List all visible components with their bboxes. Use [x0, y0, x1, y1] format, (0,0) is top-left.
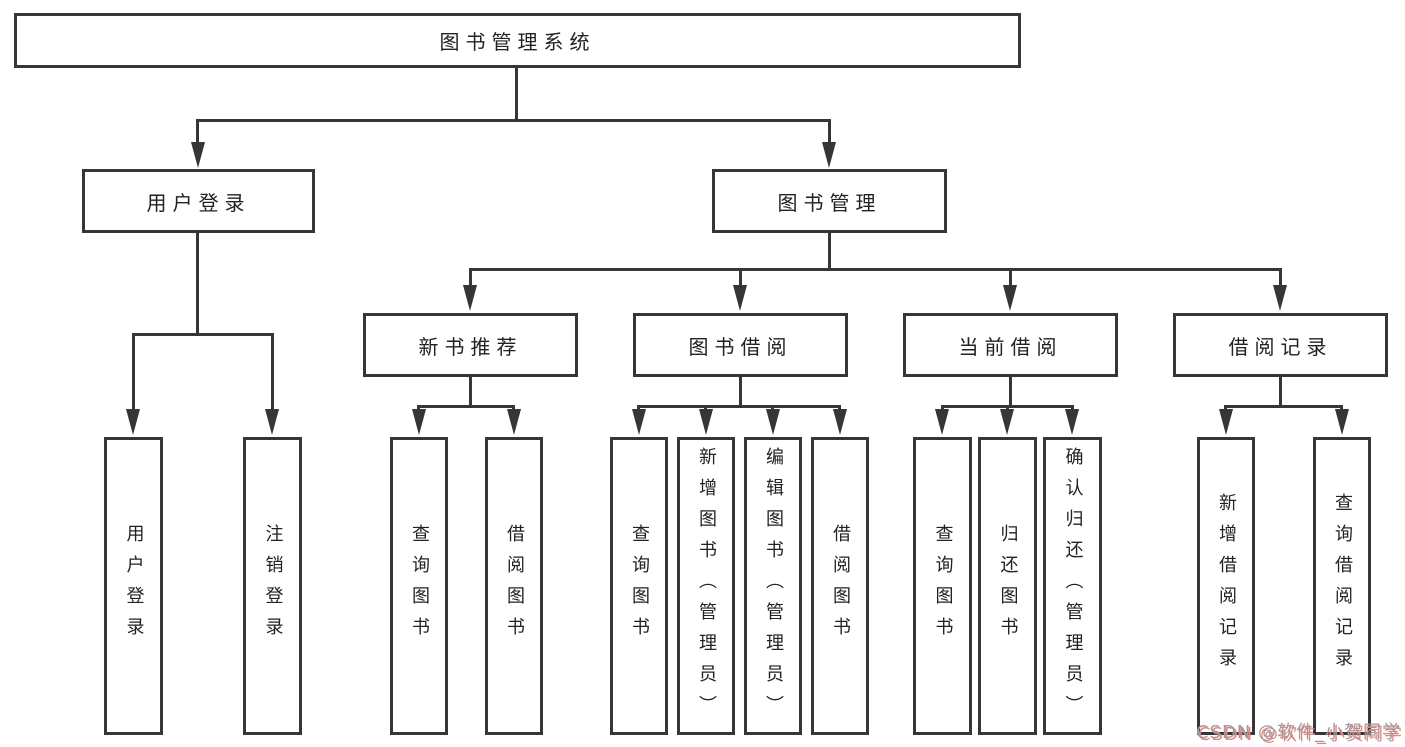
leaf-borrow-query-book: 查询图书 — [610, 437, 668, 735]
arrow-head — [1000, 409, 1014, 435]
node-label: 用户登录 — [146, 190, 251, 215]
node-label: 当前借阅 — [958, 334, 1063, 359]
arrow-head — [412, 409, 426, 435]
node-label: 新书推荐 — [418, 334, 523, 359]
arrow-head — [733, 285, 747, 311]
node-book-borrow: 图书借阅 — [633, 313, 848, 377]
node-label: 图书管理系统 — [439, 30, 596, 54]
leaf-label: 查询图书 — [629, 524, 650, 648]
connector-hline — [1224, 405, 1343, 408]
leaf-newrec-borrow-book: 借阅图书 — [485, 437, 543, 735]
arrow-head — [822, 142, 836, 168]
node-library-management-system: 图书管理系统 — [14, 13, 1021, 68]
leaf-current-query-book: 查询图书 — [913, 437, 972, 735]
connector-vline — [739, 377, 742, 407]
arrow-head — [1065, 409, 1079, 435]
arrow-head — [191, 142, 205, 168]
leaf-label: 借阅图书 — [504, 524, 525, 648]
arrow-head — [507, 409, 521, 435]
connector-vline — [1279, 377, 1282, 407]
leaf-label: 查询图书 — [409, 524, 430, 648]
connector-vline — [469, 377, 472, 407]
leaf-label: 用户登录 — [123, 524, 145, 648]
leaf-newrec-query-book: 查询图书 — [390, 437, 448, 735]
leaf-label: 借阅图书 — [830, 524, 851, 648]
leaf-records-query-record: 查询借阅记录 — [1313, 437, 1371, 735]
connector-vline — [271, 335, 274, 413]
connector-vline — [1009, 377, 1012, 407]
connector-vline — [469, 268, 472, 292]
leaf-label: 确认归还（管理员） — [1062, 446, 1084, 726]
node-current-borrow: 当前借阅 — [903, 313, 1118, 377]
leaf-label: 新增图书（管理员） — [696, 446, 717, 726]
connector-hline — [417, 405, 515, 408]
arrow-head — [1219, 409, 1233, 435]
arrow-head — [935, 409, 949, 435]
arrow-head — [1003, 285, 1017, 311]
arrow-head — [463, 285, 477, 311]
arrow-head — [1273, 285, 1287, 311]
node-label: 借阅记录 — [1228, 334, 1333, 359]
connector-vline — [739, 268, 742, 292]
leaf-label: 注销登录 — [262, 524, 284, 648]
connector-vline — [1009, 268, 1012, 292]
arrow-head — [126, 409, 140, 435]
arrow-head — [265, 409, 279, 435]
connector-vline — [1279, 268, 1282, 292]
leaf-borrow-add-book-admin: 新增图书（管理员） — [677, 437, 735, 735]
leaf-label: 编辑图书（管理员） — [763, 446, 784, 726]
node-label: 图书管理 — [777, 190, 882, 215]
node-user-login: 用户登录 — [82, 169, 315, 233]
leaf-current-confirm-return-admin: 确认归还（管理员） — [1043, 437, 1102, 735]
node-new-book-recommend: 新书推荐 — [363, 313, 578, 377]
node-label: 图书借阅 — [688, 334, 793, 359]
leaf-logout: 注销登录 — [243, 437, 302, 735]
arrow-head — [1335, 409, 1349, 435]
arrow-head — [632, 409, 646, 435]
connector-vline — [828, 233, 831, 271]
leaf-records-add-record: 新增借阅记录 — [1197, 437, 1255, 735]
leaf-borrow-borrow-book: 借阅图书 — [811, 437, 869, 735]
connector-hline — [637, 405, 841, 408]
connector-hline — [469, 268, 1282, 271]
connector-hline — [132, 333, 274, 336]
connector-vline — [515, 68, 518, 121]
node-book-management: 图书管理 — [712, 169, 947, 233]
connector-vline — [132, 335, 135, 413]
arrow-head — [833, 409, 847, 435]
connector-vline — [828, 119, 831, 147]
connector-vline — [196, 233, 199, 335]
leaf-label: 查询图书 — [932, 524, 954, 648]
arrow-head — [766, 409, 780, 435]
connector-hline — [196, 119, 831, 122]
leaf-current-return-book: 归还图书 — [978, 437, 1037, 735]
arrow-head — [699, 409, 713, 435]
watermark-text: CSDN @软件_小贺同学 — [1195, 722, 1401, 743]
leaf-user-login: 用户登录 — [104, 437, 163, 735]
leaf-label: 查询借阅记录 — [1332, 493, 1353, 679]
connector-vline — [196, 119, 199, 147]
node-borrow-records: 借阅记录 — [1173, 313, 1388, 377]
leaf-label: 归还图书 — [997, 524, 1019, 648]
leaf-borrow-edit-book-admin: 编辑图书（管理员） — [744, 437, 802, 735]
leaf-label: 新增借阅记录 — [1216, 493, 1237, 679]
